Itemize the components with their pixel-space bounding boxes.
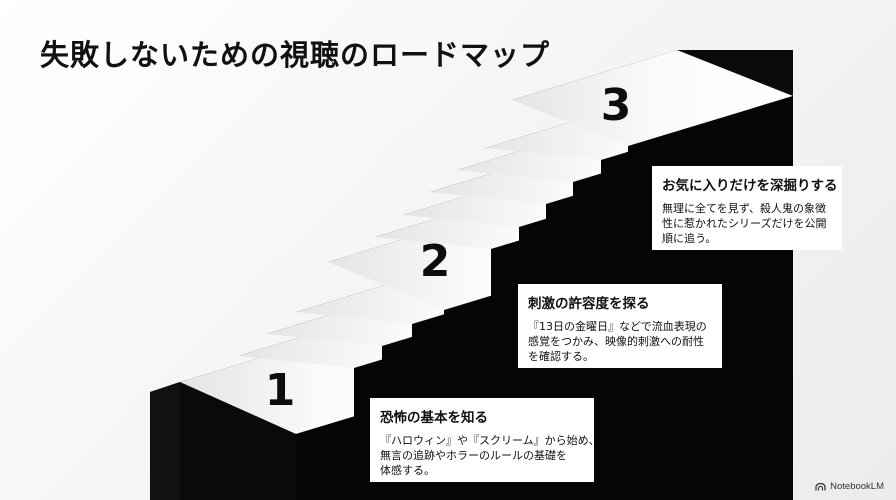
- step-3-line-2: 性に惹かれたシリーズだけを公開: [662, 217, 827, 230]
- step-1-description: 『ハロウィン』や『スクリーム』から始め、 無言の追跡やホラーのルールの基礎を 体…: [380, 433, 600, 478]
- stair-base-side: [150, 382, 180, 500]
- step-1-line-2: 無言の追跡やホラーのルールの基礎を: [380, 449, 567, 462]
- step-3-line-1: 無理に全てを見ず、殺人鬼の象徴: [662, 202, 827, 215]
- step-3-number: 3: [601, 80, 632, 131]
- step-2-line-1: 『13日の金曜日』などで流血表現の: [528, 320, 707, 333]
- step-1-line-3: 体感する。: [380, 464, 435, 477]
- step-3-card: お気に入りだけを深掘りする 無理に全てを見ず、殺人鬼の象徴 性に惹かれたシリーズ…: [652, 166, 842, 250]
- step-1-line-1: 『ハロウィン』や『スクリーム』から始め、: [380, 434, 600, 447]
- step-3-heading: お気に入りだけを深掘りする: [662, 178, 838, 194]
- footer-brand: NotebookLM: [815, 481, 884, 492]
- page-title: 失敗しないための視聴のロードマップ: [40, 38, 551, 72]
- notebooklm-logo-icon: [815, 482, 826, 490]
- step-3-description: 無理に全てを見ず、殺人鬼の象徴 性に惹かれたシリーズだけを公開 順に追う。: [662, 201, 832, 246]
- step-2-line-3: を確認する。: [528, 350, 594, 363]
- step-2-line-2: 感覚をつかみ、映像的刺激への耐性: [528, 335, 704, 348]
- step-1-heading: 恐怖の基本を知る: [380, 410, 488, 426]
- step-2-heading: 刺激の許容度を探る: [528, 296, 650, 312]
- step-3-line-3: 順に追う。: [662, 232, 717, 245]
- step-2-description: 『13日の金曜日』などで流血表現の 感覚をつかみ、映像的刺激への耐性 を確認する…: [528, 319, 712, 364]
- footer-brand-text: NotebookLM: [830, 481, 884, 492]
- step-1-card: 恐怖の基本を知る 『ハロウィン』や『スクリーム』から始め、 無言の追跡やホラーの…: [370, 398, 600, 482]
- step-1-number: 1: [265, 365, 296, 416]
- step-2-card: 刺激の許容度を探る 『13日の金曜日』などで流血表現の 感覚をつかみ、映像的刺激…: [518, 284, 722, 368]
- step-2-number: 2: [420, 236, 451, 287]
- stair-landing: [512, 50, 793, 146]
